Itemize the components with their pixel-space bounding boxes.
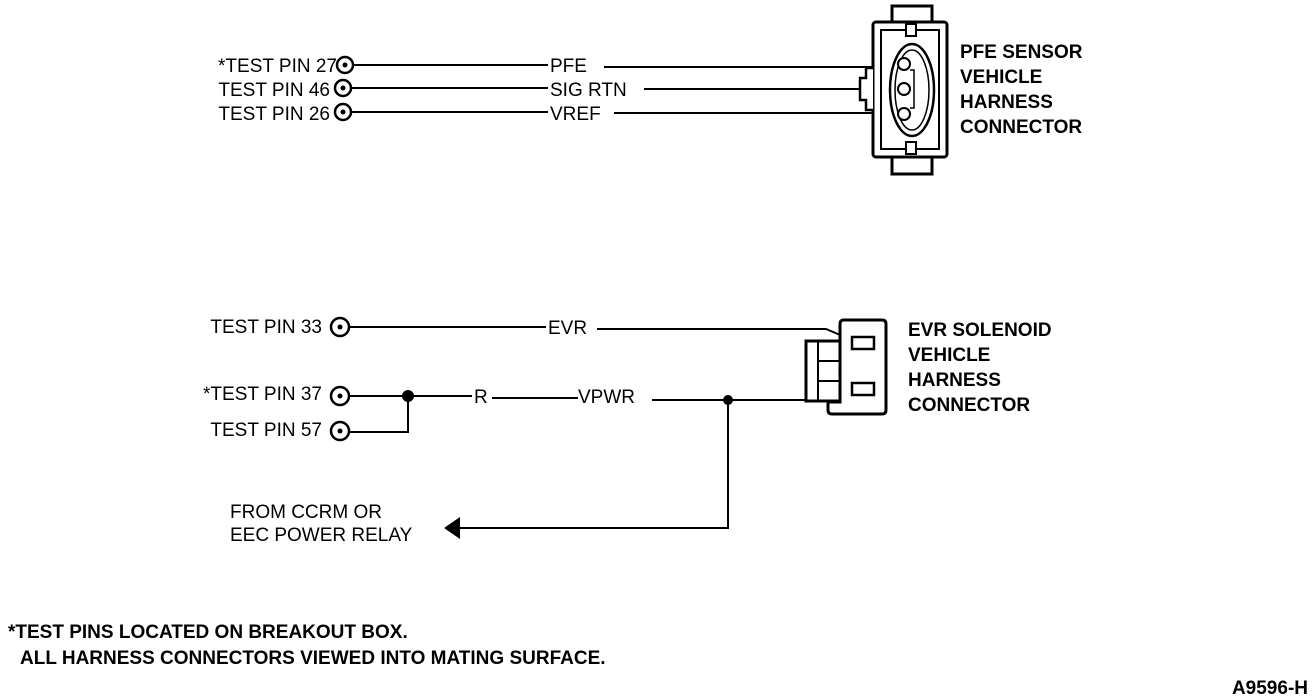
pfe-connector-label-line2: VEHICLE bbox=[960, 67, 1042, 88]
resistor-label: R bbox=[474, 387, 488, 408]
test-pin-57-terminal-icon[interactable] bbox=[329, 420, 351, 442]
source-label-line1: FROM CCRM OR bbox=[230, 502, 382, 523]
test-pin-37-label: *TEST PIN 37 bbox=[203, 384, 322, 405]
test-pin-33-label: TEST PIN 33 bbox=[210, 317, 322, 338]
test-pin-26-label: TEST PIN 26 bbox=[218, 104, 330, 125]
source-label-line2: EEC POWER RELAY bbox=[230, 525, 413, 546]
evr-connector-label-line4: CONNECTOR bbox=[908, 395, 1030, 416]
pfe-connector-label-line1: PFE SENSOR bbox=[960, 42, 1083, 63]
pfe-connector-label-line3: HARNESS bbox=[960, 92, 1053, 113]
pfe-connector-label-line4: CONNECTOR bbox=[960, 117, 1082, 138]
evr-solenoid-connector-icon[interactable] bbox=[804, 318, 888, 416]
pfe-wire-label: PFE bbox=[550, 56, 587, 77]
test-pin-37-terminal-icon[interactable] bbox=[329, 385, 351, 407]
vpwr-wire-pin57 bbox=[349, 396, 409, 433]
evr-connector-label-line3: HARNESS bbox=[908, 370, 1001, 391]
test-pin-46-label: TEST PIN 46 bbox=[218, 80, 330, 101]
test-pin-33-terminal-icon[interactable] bbox=[329, 316, 351, 338]
vref-wire-label: VREF bbox=[550, 104, 601, 125]
evr-wire-right bbox=[597, 328, 853, 341]
pfe-circuit: *TEST PIN 27 TEST PIN 46 TEST PIN 26 PFE… bbox=[218, 4, 1083, 176]
power-feed-wire bbox=[458, 400, 729, 529]
footnote-line1: *TEST PINS LOCATED ON BREAKOUT BOX. bbox=[8, 622, 408, 643]
pfe-sensor-connector-icon[interactable] bbox=[858, 4, 949, 176]
footnote-line2: ALL HARNESS CONNECTORS VIEWED INTO MATIN… bbox=[20, 648, 606, 669]
sig-rtn-wire-label: SIG RTN bbox=[550, 80, 627, 101]
arrow-left-icon bbox=[444, 517, 460, 539]
evr-wire-label: EVR bbox=[548, 318, 587, 339]
evr-connector-label-line1: EVR SOLENOID bbox=[908, 320, 1052, 341]
test-pin-27-terminal-icon[interactable] bbox=[335, 55, 355, 75]
evr-connector-label-line2: VEHICLE bbox=[908, 345, 990, 366]
test-pin-26-terminal-icon[interactable] bbox=[333, 102, 353, 122]
test-pin-46-terminal-icon[interactable] bbox=[333, 78, 353, 98]
test-pin-57-label: TEST PIN 57 bbox=[210, 420, 322, 441]
test-pin-27-label: *TEST PIN 27 bbox=[218, 56, 337, 77]
figure-id: A9596-H bbox=[1232, 678, 1308, 699]
vpwr-wire-label: VPWR bbox=[578, 387, 635, 408]
evr-circuit: TEST PIN 33 *TEST PIN 37 TEST PIN 57 EVR… bbox=[203, 316, 1052, 546]
